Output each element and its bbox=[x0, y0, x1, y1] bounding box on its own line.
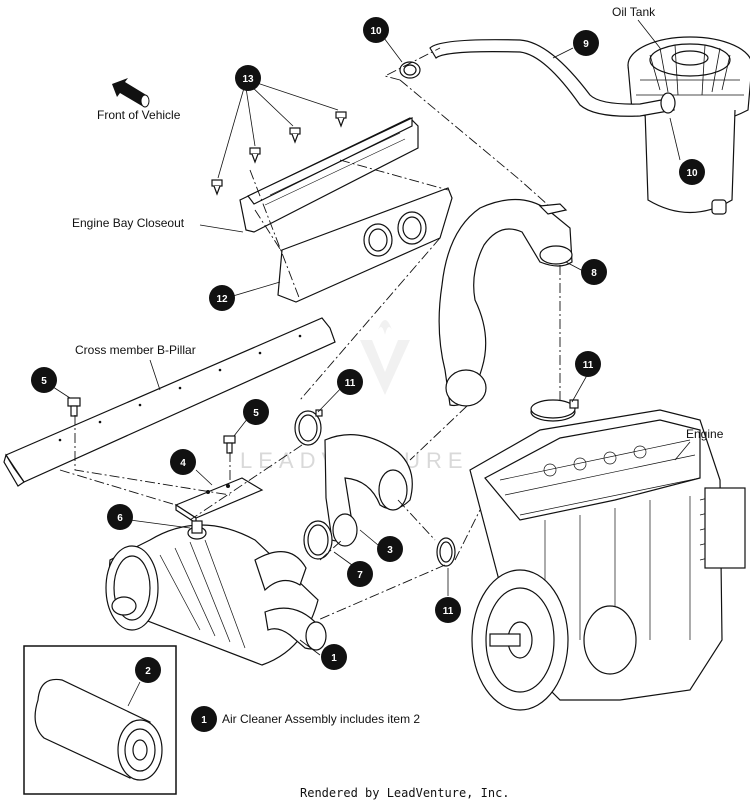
svg-text:1: 1 bbox=[331, 653, 337, 664]
callout-5-left: 5 bbox=[31, 367, 57, 393]
callout-10-top: 10 bbox=[363, 17, 389, 43]
callout-6: 6 bbox=[107, 504, 133, 530]
oil-tank bbox=[627, 36, 750, 215]
watermark-logo bbox=[360, 320, 410, 395]
callout-2: 2 bbox=[135, 657, 161, 683]
footer-credit: Rendered by LeadVenture, Inc. bbox=[300, 786, 510, 800]
callout-8: 8 bbox=[581, 259, 607, 285]
callout-11-bottom: 11 bbox=[435, 597, 461, 623]
svg-text:2: 2 bbox=[145, 666, 151, 677]
svg-text:6: 6 bbox=[117, 513, 123, 524]
svg-text:5: 5 bbox=[253, 408, 259, 419]
oil-hose bbox=[429, 39, 675, 117]
routing-lines bbox=[59, 47, 561, 621]
bolt-left bbox=[67, 397, 81, 417]
callout-3: 3 bbox=[377, 536, 403, 562]
callout-13: 13 bbox=[235, 65, 261, 91]
callout-11-mid: 11 bbox=[337, 369, 363, 395]
svg-text:1: 1 bbox=[201, 715, 207, 726]
svg-text:10: 10 bbox=[686, 168, 698, 179]
svg-text:12: 12 bbox=[216, 294, 228, 305]
hose-clamp-tank bbox=[660, 92, 676, 114]
callout-10-tank: 10 bbox=[679, 159, 705, 185]
hose-clamp-top bbox=[399, 61, 421, 79]
hose-clamp-mid bbox=[294, 409, 323, 446]
cross-member-b-pillar bbox=[3, 317, 336, 487]
svg-text:5: 5 bbox=[41, 376, 47, 387]
hose-clamp-7 bbox=[303, 520, 333, 560]
svg-text:11: 11 bbox=[345, 378, 356, 389]
push-rivets bbox=[211, 111, 347, 196]
bolt-mid bbox=[223, 435, 236, 454]
restriction-sensor bbox=[187, 520, 207, 540]
svg-text:4: 4 bbox=[180, 458, 186, 469]
engine-bay-closeout-label: Engine Bay Closeout bbox=[72, 216, 185, 230]
callout-1: 1 bbox=[321, 644, 347, 670]
callout-1-legend: 1 bbox=[191, 706, 217, 732]
callout-5-mid: 5 bbox=[243, 399, 269, 425]
svg-text:3: 3 bbox=[387, 545, 393, 556]
callout-11-right: 11 bbox=[575, 351, 601, 377]
hose-clamp-bottom bbox=[436, 537, 456, 567]
svg-text:9: 9 bbox=[583, 39, 589, 50]
svg-text:11: 11 bbox=[583, 360, 594, 371]
callout-9: 9 bbox=[573, 30, 599, 56]
front-arrow-icon bbox=[112, 78, 150, 108]
svg-text:11: 11 bbox=[443, 606, 454, 617]
engine-bay-closeout bbox=[239, 117, 419, 233]
svg-text:7: 7 bbox=[357, 570, 363, 581]
callout-7: 7 bbox=[347, 561, 373, 587]
svg-text:13: 13 bbox=[242, 74, 254, 85]
air-cleaner-assembly bbox=[105, 524, 327, 666]
engine bbox=[469, 409, 746, 711]
legend-text: Air Cleaner Assembly includes item 2 bbox=[222, 712, 420, 726]
svg-text:10: 10 bbox=[370, 26, 382, 37]
svg-text:8: 8 bbox=[591, 268, 597, 279]
front-of-vehicle-label: Front of Vehicle bbox=[97, 108, 181, 122]
engine-label: Engine bbox=[686, 427, 724, 441]
hose-clamp-right bbox=[530, 399, 579, 422]
intake-hose bbox=[438, 198, 573, 407]
intake-elbow bbox=[324, 434, 413, 547]
callout-12: 12 bbox=[209, 285, 235, 311]
oil-tank-label: Oil Tank bbox=[612, 5, 656, 19]
cross-member-label: Cross member B-Pillar bbox=[75, 343, 196, 357]
callout-4: 4 bbox=[170, 449, 196, 475]
